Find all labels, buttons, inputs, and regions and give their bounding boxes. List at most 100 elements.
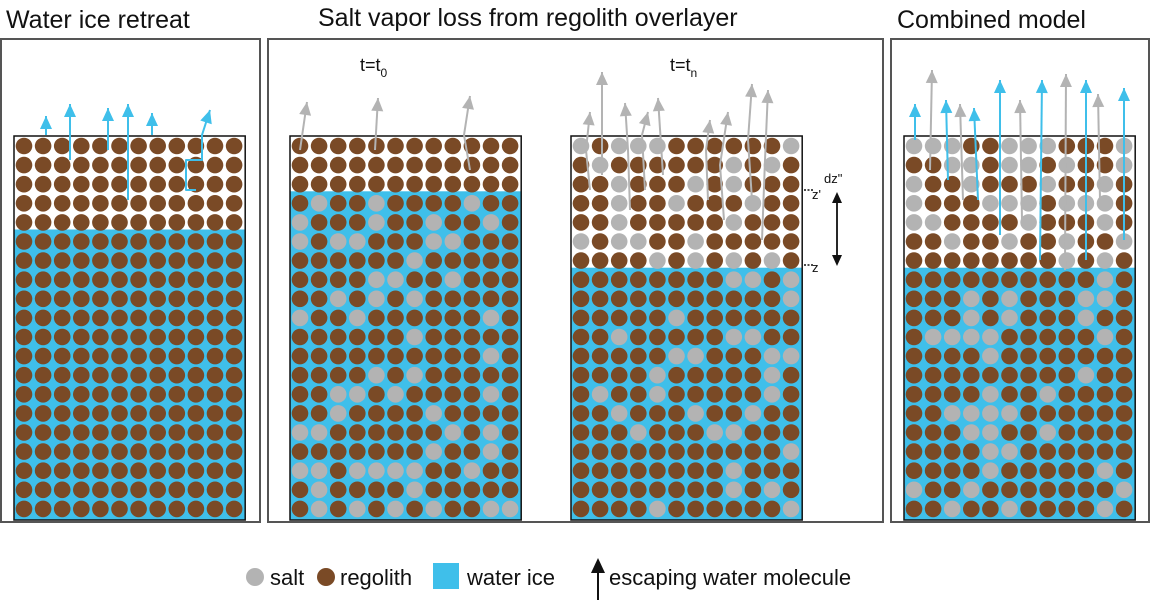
regolith-grain <box>744 175 762 193</box>
regolith-grain <box>73 233 90 250</box>
salt-grain <box>1039 175 1056 193</box>
regolith-grain <box>149 195 166 212</box>
regolith-grain <box>92 462 109 480</box>
regolith-grain <box>387 195 404 212</box>
regolith-grain <box>572 156 590 174</box>
regolith-grain <box>610 347 628 365</box>
regolith-grain <box>1020 328 1037 346</box>
regolith-grain <box>1077 252 1095 269</box>
salt-grain <box>1058 156 1076 174</box>
regolith-grain <box>73 424 90 441</box>
salt-grain <box>905 214 923 231</box>
regolith-grain <box>610 309 628 327</box>
regolith-grain <box>73 328 90 346</box>
salt-grain <box>1096 462 1114 480</box>
column-salt-tn <box>570 72 803 521</box>
salt-grain <box>329 290 347 308</box>
regolith-grain <box>329 347 347 365</box>
regolith-grain <box>130 175 147 193</box>
regolith-grain <box>111 347 128 365</box>
regolith-grain <box>206 366 224 384</box>
regolith-grain <box>130 271 147 289</box>
salt-grain <box>963 290 980 308</box>
regolith-grain <box>1039 309 1056 327</box>
regolith-grain <box>572 347 590 365</box>
regolith-grain <box>225 347 243 365</box>
salt-grain <box>782 137 800 155</box>
regolith-grain <box>630 214 647 231</box>
regolith-grain <box>649 309 666 327</box>
salt-grain <box>763 347 781 365</box>
regolith-grain <box>111 462 128 480</box>
regolith-grain <box>187 175 205 193</box>
title-salt-vapor-loss: Salt vapor loss from regolith overlayer <box>318 4 738 32</box>
regolith-grain <box>463 252 481 269</box>
regolith-grain <box>1039 252 1056 269</box>
regolith-grain <box>668 271 685 289</box>
regolith-grain <box>406 156 423 174</box>
regolith-grain <box>782 481 800 499</box>
regolith-grain <box>1096 405 1114 422</box>
regolith-grain <box>591 290 609 308</box>
regolith-grain <box>111 386 128 403</box>
regolith-grain <box>1115 271 1133 289</box>
salt-grain <box>687 233 704 250</box>
regolith-grain <box>482 175 500 193</box>
salt-grain <box>368 195 385 212</box>
salt-grain <box>1001 405 1018 422</box>
regolith-grain <box>225 252 243 269</box>
regolith-grain <box>725 233 743 250</box>
regolith-grain <box>130 347 147 365</box>
salt-grain <box>1058 252 1076 269</box>
regolith-grain <box>610 500 628 518</box>
regolith-grain <box>1020 271 1037 289</box>
regolith-grain <box>924 156 942 174</box>
regolith-grain <box>1115 443 1133 460</box>
regolith-grain <box>34 366 52 384</box>
regolith-grain <box>763 195 781 212</box>
regolith-grain <box>744 462 762 480</box>
escaping-molecule-arrow <box>954 103 967 201</box>
regolith-grain <box>630 252 647 269</box>
regolith-grain <box>463 137 481 155</box>
regolith-grain <box>630 271 647 289</box>
regolith-grain <box>225 386 243 403</box>
regolith-grain <box>291 443 309 460</box>
salt-grain <box>1096 214 1114 231</box>
regolith-grain <box>943 309 961 327</box>
regolith-grain <box>111 233 128 250</box>
salt-grain <box>782 347 800 365</box>
regolith-grain <box>206 481 224 499</box>
regolith-grain <box>225 366 243 384</box>
regolith-grain <box>225 271 243 289</box>
regolith-grain <box>92 405 109 422</box>
regolith-grain <box>982 271 999 289</box>
regolith-grain <box>943 386 961 403</box>
regolith-grain <box>92 156 109 174</box>
regolith-grain <box>187 252 205 269</box>
regolith-grain <box>149 233 166 250</box>
regolith-grain <box>1001 328 1018 346</box>
salt-grain <box>649 366 666 384</box>
salt-grain <box>610 195 628 212</box>
regolith-grain <box>1020 405 1037 422</box>
regolith-grain <box>387 290 404 308</box>
regolith-grain <box>425 156 443 174</box>
water-ice-region <box>290 191 522 521</box>
regolith-grain <box>943 443 961 460</box>
regolith-grain <box>982 309 999 327</box>
salt-grain <box>482 424 500 441</box>
salt-grain <box>725 462 743 480</box>
salt-grain <box>1077 366 1095 384</box>
regolith-grain <box>1096 366 1114 384</box>
regolith-grain <box>463 271 481 289</box>
salt-grain <box>1020 137 1037 155</box>
regolith-grain <box>387 137 404 155</box>
salt-grain <box>387 500 404 518</box>
salt-grain <box>1001 290 1018 308</box>
salt-grain <box>963 309 980 327</box>
regolith-grain <box>15 443 33 460</box>
regolith-grain <box>111 195 128 212</box>
regolith-grain <box>168 137 186 155</box>
regolith-grain <box>34 214 52 231</box>
